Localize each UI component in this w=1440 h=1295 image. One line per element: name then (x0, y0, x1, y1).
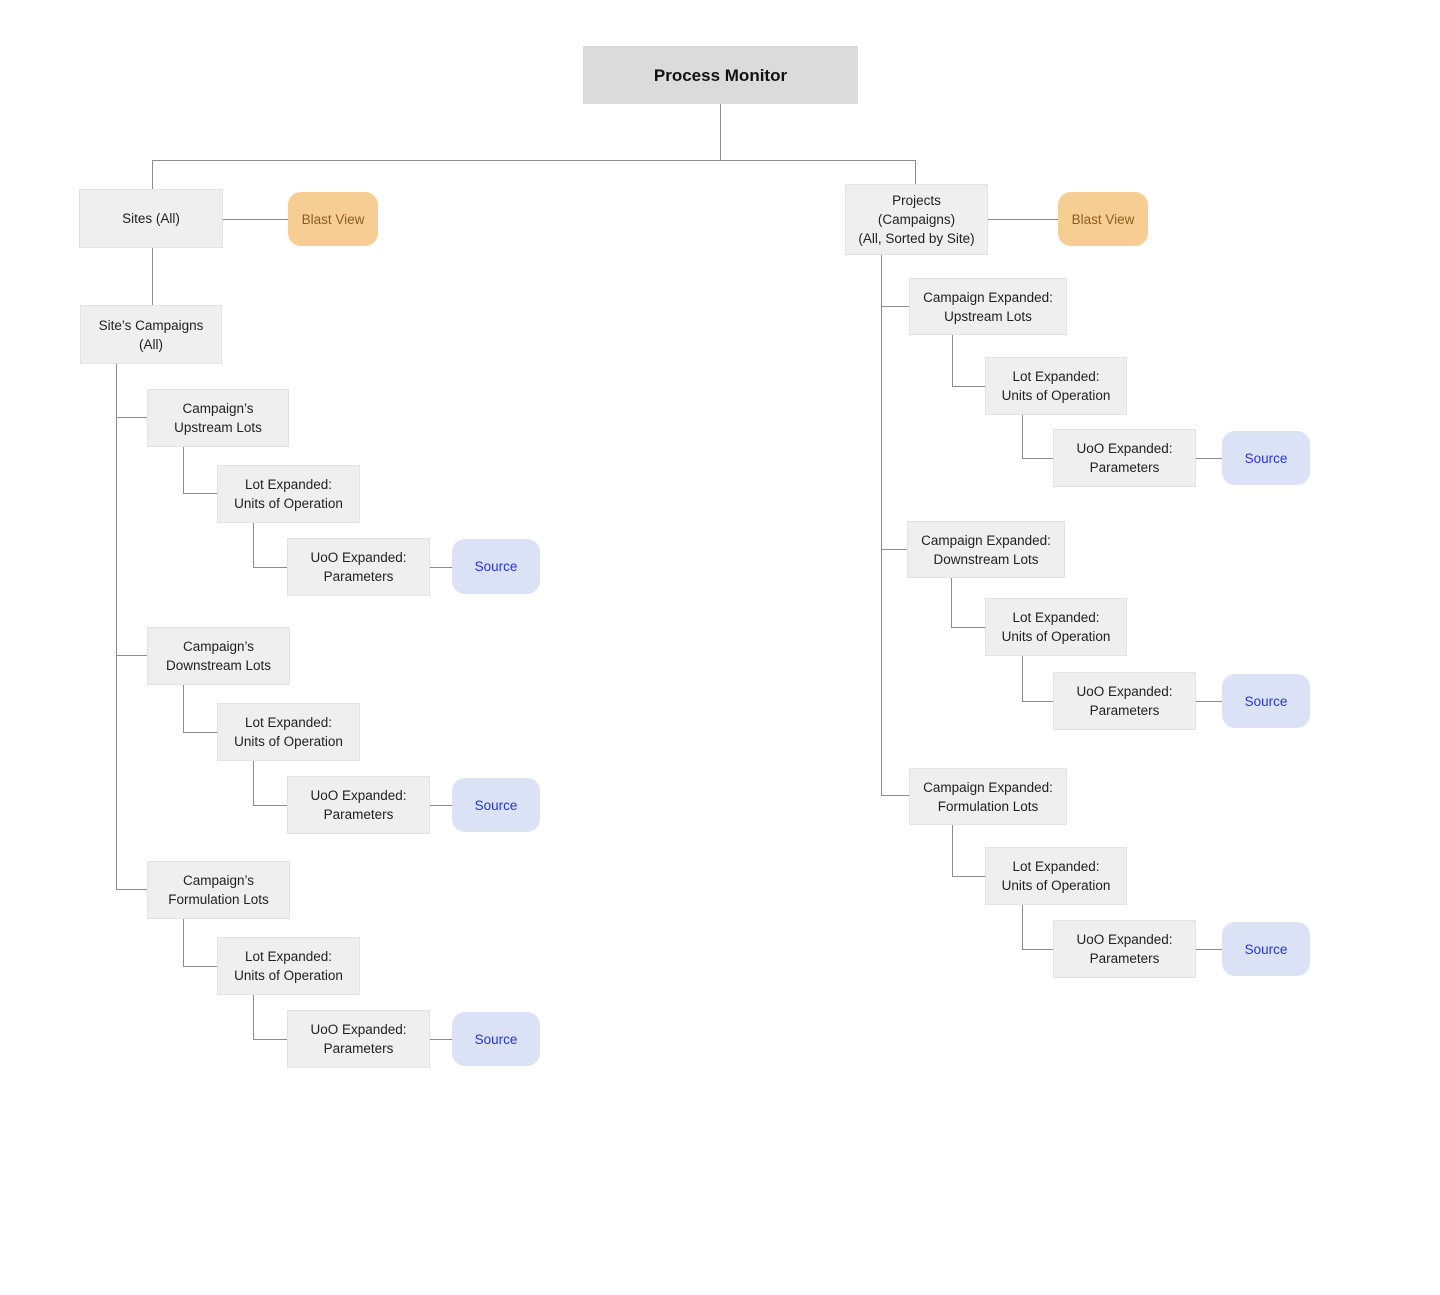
node-campaign-upstream-lots: Campaign’s Upstream Lots (147, 389, 289, 447)
connector-line (1196, 701, 1222, 702)
blast-view-button-sites[interactable]: Blast View (288, 192, 378, 246)
connector-line (183, 493, 217, 494)
connector-line (1196, 458, 1222, 459)
node-lot-expanded: Lot Expanded: Units of Operation (217, 703, 360, 761)
node-uoo-expanded: UoO Expanded: Parameters (287, 776, 430, 834)
connector-line (253, 761, 254, 805)
connector-line (152, 160, 153, 189)
node-lot-expanded: Lot Expanded: Units of Operation (985, 357, 1127, 415)
node-uoo-expanded: UoO Expanded: Parameters (1053, 672, 1196, 730)
connector-line (952, 825, 953, 876)
connector-line (253, 995, 254, 1039)
node-process-monitor: Process Monitor (583, 46, 858, 104)
node-uoo-expanded: UoO Expanded: Parameters (287, 538, 430, 596)
node-lot-expanded: Lot Expanded: Units of Operation (217, 937, 360, 995)
connector-line (152, 248, 153, 305)
source-link[interactable]: Source (1222, 922, 1310, 976)
blast-view-button-projects[interactable]: Blast View (1058, 192, 1148, 246)
node-lot-expanded: Lot Expanded: Units of Operation (985, 847, 1127, 905)
node-uoo-expanded: UoO Expanded: Parameters (287, 1010, 430, 1068)
connector-line (881, 306, 909, 307)
connector-line (116, 417, 147, 418)
source-link[interactable]: Source (1222, 674, 1310, 728)
source-link[interactable]: Source (452, 1012, 540, 1066)
connector-line (881, 255, 882, 796)
connector-line (430, 1039, 452, 1040)
node-campaign-expanded-downstream: Campaign Expanded: Downstream Lots (907, 521, 1065, 578)
connector-line (1022, 905, 1023, 949)
connector-line (915, 160, 916, 184)
node-lot-expanded: Lot Expanded: Units of Operation (217, 465, 360, 523)
node-projects: Projects (Campaigns) (All, Sorted by Sit… (845, 184, 988, 255)
source-link[interactable]: Source (1222, 431, 1310, 485)
node-sites: Sites (All) (79, 189, 223, 248)
node-sites-campaigns: Site’s Campaigns (All) (80, 305, 222, 364)
node-uoo-expanded: UoO Expanded: Parameters (1053, 920, 1196, 978)
node-campaign-expanded-formulation: Campaign Expanded: Formulation Lots (909, 768, 1067, 825)
connector-line (183, 919, 184, 966)
connector-line (430, 805, 452, 806)
node-campaign-expanded-upstream: Campaign Expanded: Upstream Lots (909, 278, 1067, 335)
connector-line (881, 549, 907, 550)
connector-line (952, 335, 953, 386)
connector-line (720, 104, 721, 160)
connector-line (183, 732, 217, 733)
connector-line (253, 523, 254, 567)
node-campaign-downstream-lots: Campaign’s Downstream Lots (147, 627, 290, 685)
connector-line (116, 364, 117, 890)
connector-line (116, 655, 147, 656)
connector-line (152, 160, 916, 161)
source-link[interactable]: Source (452, 539, 540, 594)
connector-line (951, 578, 952, 627)
connector-line (1022, 701, 1053, 702)
node-campaign-formulation-lots: Campaign’s Formulation Lots (147, 861, 290, 919)
connector-line (1022, 415, 1023, 458)
connector-line (183, 447, 184, 493)
connector-line (253, 1039, 287, 1040)
source-link[interactable]: Source (452, 778, 540, 832)
connector-line (952, 876, 985, 877)
connector-line (1022, 458, 1053, 459)
connector-line (253, 805, 287, 806)
connector-line (183, 966, 217, 967)
connector-line (988, 219, 1058, 220)
connector-line (116, 889, 147, 890)
connector-line (223, 219, 288, 220)
connector-line (1196, 949, 1222, 950)
connector-line (952, 386, 985, 387)
connector-line (1022, 949, 1053, 950)
connector-line (951, 627, 985, 628)
connector-line (430, 567, 452, 568)
node-uoo-expanded: UoO Expanded: Parameters (1053, 429, 1196, 487)
node-lot-expanded: Lot Expanded: Units of Operation (985, 598, 1127, 656)
connector-line (253, 567, 287, 568)
connector-line (881, 795, 909, 796)
connector-line (183, 685, 184, 732)
connector-line (1022, 656, 1023, 701)
